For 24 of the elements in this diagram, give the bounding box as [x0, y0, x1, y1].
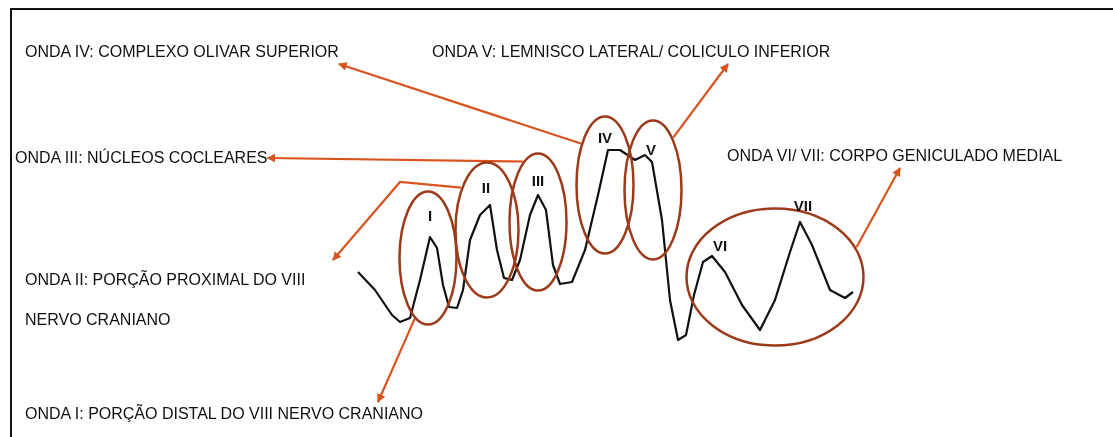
callout-text: ONDA II: PORÇÃO PROXIMAL DO VIII NERVO CRANIANO	[25, 260, 365, 340]
wave-ellipse	[508, 152, 568, 292]
callout-text: ONDA VI/ VII: CORPO GENICULADO MEDIAL	[727, 144, 1063, 168]
arrow	[266, 153, 523, 163]
wave-numeral: III	[531, 173, 545, 189]
wave-numeral: IV	[597, 130, 613, 146]
callout-text: ONDA V: LEMNISCO LATERAL/ COLICULO INFERIOR	[432, 40, 831, 64]
callout-text: ONDA IV: COMPLEXO OLIVAR SUPERIOR	[25, 40, 339, 64]
wave-numeral: II	[481, 180, 491, 196]
arrow	[855, 167, 901, 248]
arrow	[672, 63, 729, 139]
wave-numeral: I	[427, 208, 433, 224]
callout-text: ONDA I: PORÇÃO DISTAL DO VIII NERVO CRANIANO	[25, 402, 423, 426]
callout-text: ONDA III: NÚCLEOS COCLEARES	[15, 146, 268, 170]
wave-ellipse	[454, 161, 520, 299]
wave-numeral: V	[646, 142, 656, 158]
arrow	[338, 62, 582, 145]
arrow	[332, 180, 461, 261]
wave-ellipse	[623, 119, 683, 261]
wave-ellipse	[575, 115, 635, 255]
wave-numeral: VI	[712, 238, 728, 254]
arrow	[377, 318, 416, 403]
wave-numeral: VII	[793, 198, 813, 214]
wave-ellipse	[398, 190, 458, 326]
